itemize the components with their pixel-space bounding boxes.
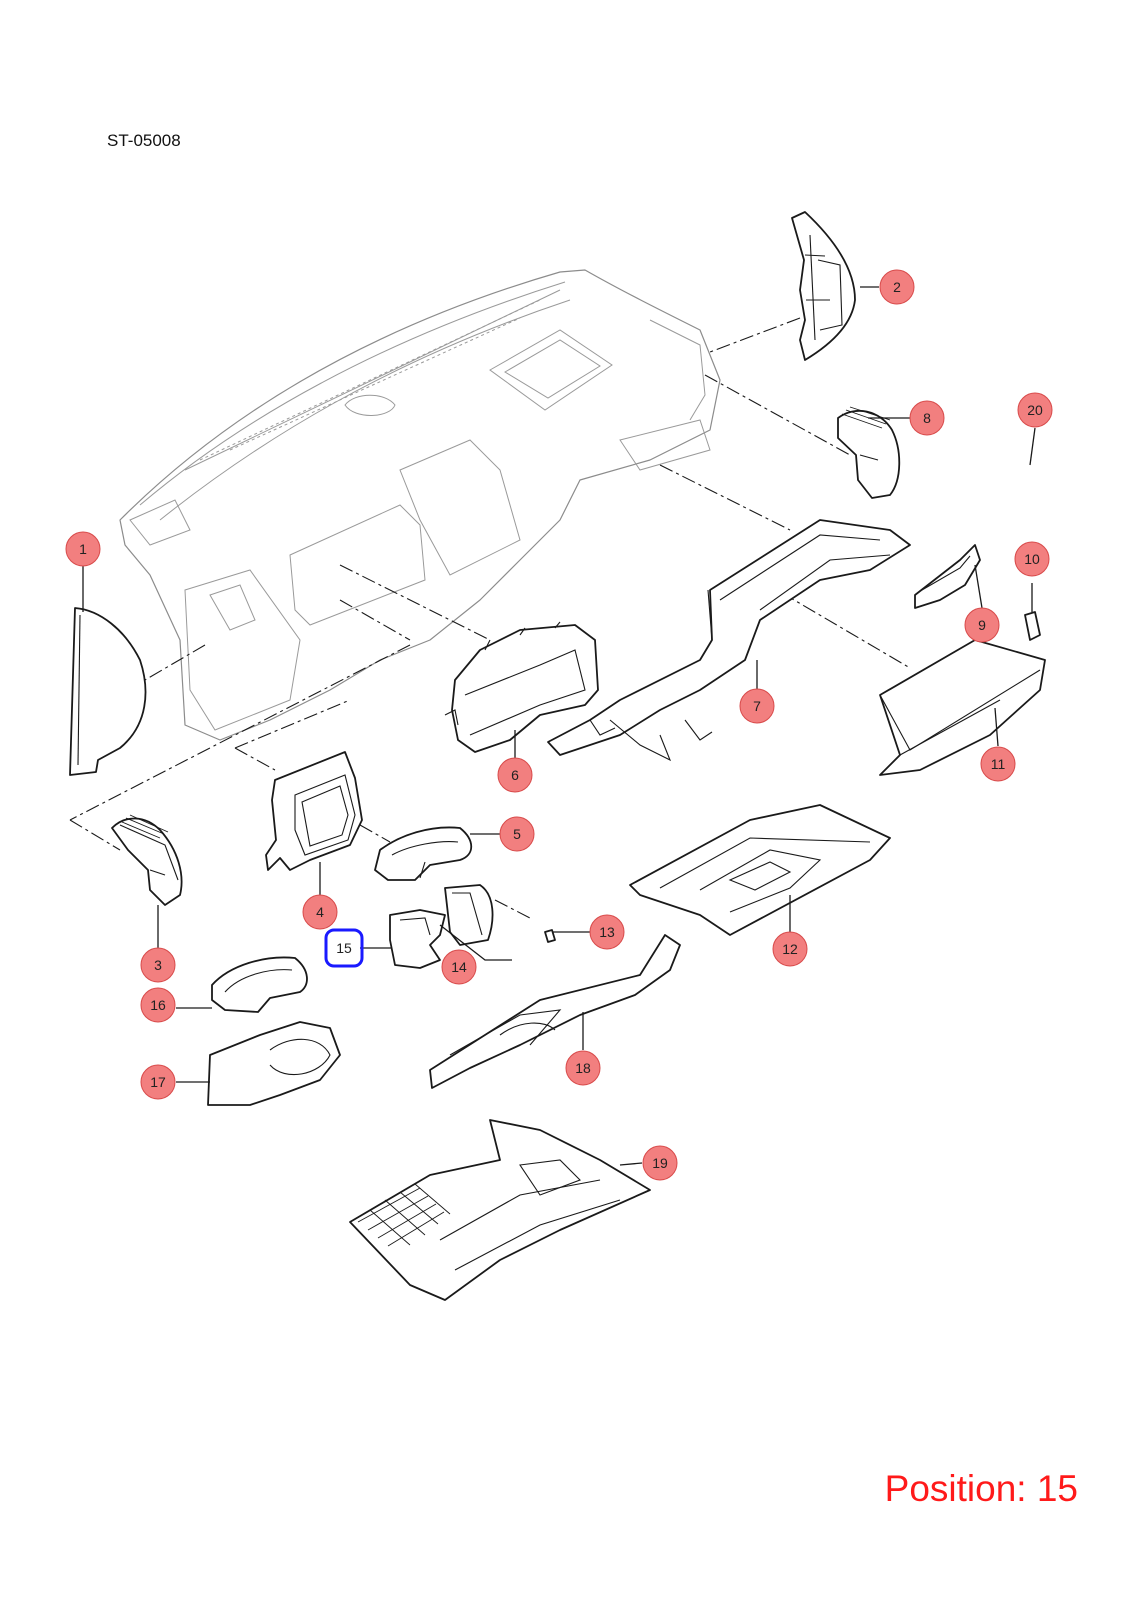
callout-9[interactable]: 9 bbox=[964, 607, 1000, 643]
callout-13[interactable]: 13 bbox=[589, 914, 625, 950]
callout-4[interactable]: 4 bbox=[302, 894, 338, 930]
callout-7[interactable]: 7 bbox=[739, 688, 775, 724]
callout-number: 11 bbox=[991, 756, 1006, 772]
part-8-right-vent bbox=[837, 406, 901, 499]
callout-circle bbox=[499, 816, 535, 852]
part-9-right-trim bbox=[914, 544, 981, 609]
callout-circle bbox=[65, 531, 101, 567]
callout-10[interactable]: 10 bbox=[1014, 541, 1050, 577]
callout-number: 4 bbox=[316, 904, 324, 920]
dashboard-frame bbox=[119, 269, 721, 741]
callout-3[interactable]: 3 bbox=[140, 947, 176, 983]
callout-number: 14 bbox=[451, 959, 467, 975]
part-2-right-vent-frame bbox=[791, 211, 856, 361]
callout-1[interactable]: 1 bbox=[65, 531, 101, 567]
callout-circle bbox=[980, 746, 1016, 782]
callout-19[interactable]: 19 bbox=[642, 1145, 678, 1181]
part-4-cluster-surround bbox=[265, 751, 363, 871]
callout-number: 15 bbox=[336, 940, 352, 956]
part-15-lower-cover-left bbox=[389, 909, 446, 969]
part-5-upper-column-shroud bbox=[374, 826, 473, 881]
callout-circle bbox=[739, 688, 775, 724]
callout-number: 13 bbox=[599, 924, 615, 940]
callout-circle bbox=[879, 269, 915, 305]
part-16-column-shroud bbox=[211, 956, 308, 1013]
callout-number: 19 bbox=[652, 1155, 668, 1171]
callout-number: 7 bbox=[753, 698, 761, 714]
callout-circle bbox=[964, 607, 1000, 643]
position-label: Position: 15 bbox=[884, 1468, 1078, 1509]
callout-5[interactable]: 5 bbox=[499, 816, 535, 852]
selected-highlight bbox=[324, 928, 364, 968]
callout-circle bbox=[441, 949, 477, 985]
callout-15[interactable]: 15 bbox=[324, 928, 364, 968]
callout-8[interactable]: 8 bbox=[909, 400, 945, 436]
part-19-under-cover bbox=[349, 1119, 651, 1301]
part-6-cluster-hood bbox=[444, 621, 599, 753]
part-10-clip bbox=[1024, 611, 1041, 641]
callout-number: 5 bbox=[513, 826, 521, 842]
callout-20[interactable]: 20 bbox=[1017, 392, 1053, 428]
callout-2[interactable]: 2 bbox=[879, 269, 915, 305]
callout-17[interactable]: 17 bbox=[140, 1064, 176, 1100]
part-1-left-end-cover bbox=[69, 607, 147, 776]
callout-circle bbox=[772, 931, 808, 967]
drawing-code: ST-05008 bbox=[107, 131, 181, 150]
callout-circle bbox=[497, 757, 533, 793]
callout-number: 12 bbox=[782, 941, 798, 957]
part-17-knee-panel bbox=[207, 1021, 341, 1106]
callout-14[interactable]: 14 bbox=[441, 949, 477, 985]
part-3-left-vent bbox=[111, 814, 183, 906]
callout-number: 3 bbox=[154, 957, 162, 973]
callout-11[interactable]: 11 bbox=[980, 746, 1016, 782]
part-12-lower-center-panel bbox=[629, 804, 891, 936]
callout-number: 18 bbox=[575, 1060, 591, 1076]
part-11-glove-box bbox=[879, 639, 1046, 776]
callout-number: 8 bbox=[923, 410, 931, 426]
callout-number: 20 bbox=[1027, 402, 1043, 418]
callout-number: 9 bbox=[978, 617, 986, 633]
part-18-lower-right-trim bbox=[429, 934, 681, 1089]
callout-number: 10 bbox=[1024, 551, 1040, 567]
callout-circle bbox=[909, 400, 945, 436]
callout-16[interactable]: 16 bbox=[140, 987, 176, 1023]
callout-number: 6 bbox=[511, 767, 519, 783]
callout-circle bbox=[140, 987, 176, 1023]
callout-number: 17 bbox=[150, 1074, 166, 1090]
callout-number: 16 bbox=[150, 997, 166, 1013]
callout-circle bbox=[565, 1050, 601, 1086]
callout-6[interactable]: 6 bbox=[497, 757, 533, 793]
callout-18[interactable]: 18 bbox=[565, 1050, 601, 1086]
callout-circle bbox=[140, 947, 176, 983]
callout-circle bbox=[302, 894, 338, 930]
callout-number: 1 bbox=[79, 541, 87, 557]
part-13-clip bbox=[544, 929, 556, 943]
callout-circle bbox=[642, 1145, 678, 1181]
callout-circle bbox=[1014, 541, 1050, 577]
leader-lines bbox=[82, 286, 1036, 1166]
callout-circle bbox=[140, 1064, 176, 1100]
callout-circle bbox=[589, 914, 625, 950]
part-14-lower-cover-right bbox=[444, 884, 494, 946]
callout-12[interactable]: 12 bbox=[772, 931, 808, 967]
callout-circle bbox=[1017, 392, 1053, 428]
callout-number: 2 bbox=[893, 279, 901, 295]
part-7-center-bracket bbox=[547, 519, 911, 762]
